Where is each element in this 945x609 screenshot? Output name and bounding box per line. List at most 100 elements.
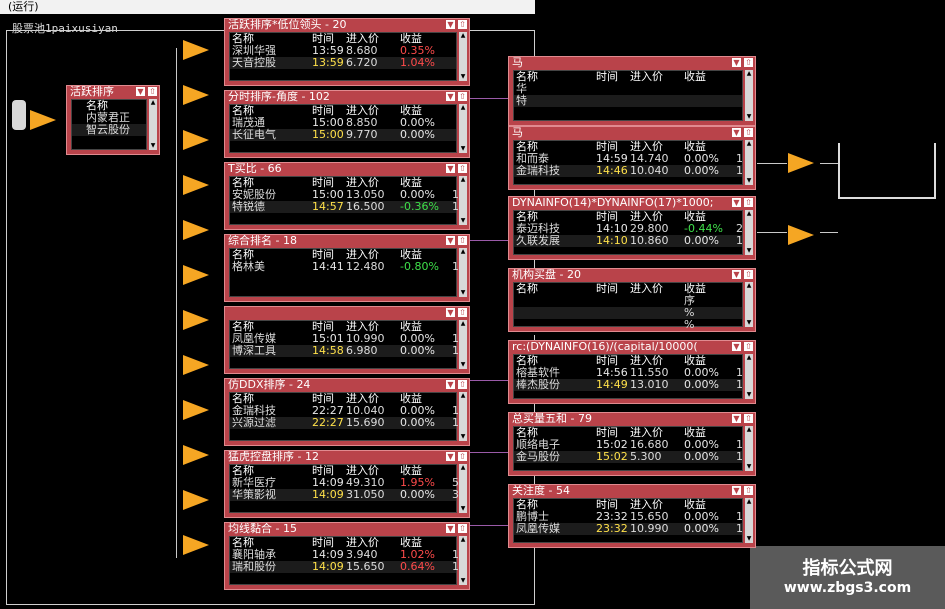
scrollbar[interactable]: ▲▼	[745, 210, 753, 255]
filter-node-icon[interactable]	[183, 175, 209, 195]
scrollbar[interactable]: ▲▼	[745, 498, 753, 543]
pin-icon[interactable]: ⇧	[744, 128, 753, 137]
root-list[interactable]: 名称 内蒙君正 智云股份	[71, 99, 147, 150]
output-box[interactable]	[838, 143, 936, 199]
source-node-icon[interactable]	[30, 110, 56, 130]
right-window-4[interactable]: rc:(DYNAINFO(16)/(capital/10000(▼⇧名称时间进入…	[508, 340, 756, 404]
collapse-icon[interactable]: ▼	[732, 198, 741, 207]
scrollbar[interactable]: ▲▼	[745, 282, 753, 327]
collapse-icon[interactable]: ▼	[732, 58, 741, 67]
list-item[interactable]: 内蒙君正	[86, 111, 130, 124]
scrollbar[interactable]: ▲▼	[459, 392, 467, 441]
table-row[interactable]: %	[514, 307, 742, 319]
pin-icon[interactable]: ⇧	[458, 164, 467, 173]
collapse-icon[interactable]: ▼	[136, 87, 145, 96]
scrollbar[interactable]: ▲▼	[459, 320, 467, 369]
scrollbar[interactable]: ▲▼	[459, 176, 467, 225]
stock-list[interactable]: 名称时间进入价收益华特	[513, 70, 743, 121]
filter-node-icon[interactable]	[183, 445, 209, 465]
pin-icon[interactable]: ⇧	[458, 92, 467, 101]
collapse-icon[interactable]: ▼	[446, 92, 455, 101]
pin-icon[interactable]: ⇧	[458, 308, 467, 317]
scrollbar[interactable]: ▲▼	[745, 354, 753, 399]
collapse-icon[interactable]: ▼	[732, 342, 741, 351]
scrollbar[interactable]: ▲▼	[745, 140, 753, 185]
filter-node-icon[interactable]	[183, 40, 209, 60]
pin-icon[interactable]: ⇧	[744, 414, 753, 423]
scrollbar[interactable]: ▲▼	[745, 426, 753, 471]
output-node-icon-2[interactable]	[788, 225, 814, 245]
collapse-icon[interactable]: ▼	[446, 380, 455, 389]
output-node-icon-1[interactable]	[788, 153, 814, 173]
pin-icon[interactable]: ⇧	[744, 342, 753, 351]
pin-icon[interactable]: ⇧	[744, 270, 753, 279]
database-icon[interactable]	[12, 100, 26, 130]
right-window-0[interactable]: 马▼⇧名称时间进入价收益华特▲▼	[508, 56, 756, 126]
table-row[interactable]: %	[514, 319, 742, 331]
pin-icon[interactable]: ⇧	[744, 198, 753, 207]
collapse-icon[interactable]: ▼	[446, 452, 455, 461]
filter-node-icon[interactable]	[183, 265, 209, 285]
stock-list[interactable]: 名称时间进入价收益序%%	[513, 282, 743, 331]
pin-icon[interactable]: ⇧	[744, 486, 753, 495]
collapse-icon[interactable]: ▼	[732, 486, 741, 495]
filter-node-icon[interactable]	[183, 130, 209, 150]
filter-node-icon[interactable]	[183, 220, 209, 240]
scrollbar[interactable]: ▲▼	[459, 104, 467, 153]
scrollbar[interactable]: ▲▼	[459, 248, 467, 297]
pin-icon[interactable]: ⇧	[458, 236, 467, 245]
pin-icon[interactable]: ⇧	[458, 524, 467, 533]
scrollbar[interactable]: ▲▼	[745, 70, 753, 121]
pin-icon[interactable]: ⇧	[744, 58, 753, 67]
scrollbar[interactable]: ▲▼	[459, 536, 467, 585]
filter-node-icon[interactable]	[183, 535, 209, 555]
right-window-2[interactable]: DYNAINFO(14)*DYNAINFO(17)*1000;▼⇧名称时间进入价…	[508, 196, 756, 260]
root-window[interactable]: 活跃排序 ▼ ⇧ 名称 内蒙君正 智云股份 ▲▼	[66, 85, 160, 155]
table-row[interactable]: 特	[514, 95, 742, 107]
collapse-icon[interactable]: ▼	[446, 164, 455, 173]
pin-icon[interactable]: ⇧	[148, 87, 157, 96]
scrollbar[interactable]: ▲▼	[149, 99, 157, 150]
collapse-icon[interactable]: ▼	[446, 524, 455, 533]
filter-node-icon[interactable]	[183, 85, 209, 105]
